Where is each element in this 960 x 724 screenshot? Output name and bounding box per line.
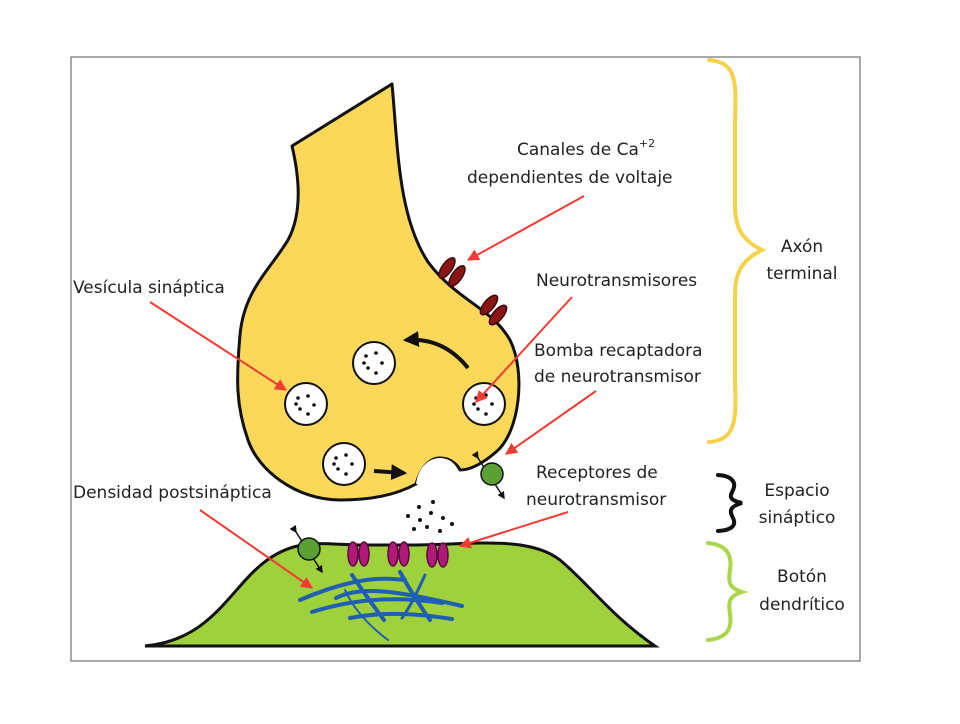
region-button-line2: dendrítico xyxy=(759,595,845,615)
filament xyxy=(344,589,389,641)
neurotransmitter-receptors xyxy=(347,541,449,568)
pointer-reuptake-pump xyxy=(505,390,597,455)
pointer-postsynaptic-density xyxy=(199,509,313,589)
filament xyxy=(298,576,407,602)
receptor xyxy=(387,541,399,567)
calcium-channel xyxy=(488,304,508,326)
filament xyxy=(350,573,386,622)
region-labels: Axón terminal Espacio sináptico Botón de… xyxy=(759,237,845,615)
label-receptors: Receptores de xyxy=(536,463,658,483)
region-cleft-line2: sináptico xyxy=(759,508,836,528)
axon-terminal-brace xyxy=(707,58,767,444)
region-axon-line1: Axón xyxy=(781,237,823,257)
receptor xyxy=(426,542,438,568)
label-neurotransmitters: Neurotransmisores xyxy=(536,271,697,291)
pointer-receptors xyxy=(458,511,569,549)
receptor xyxy=(398,541,410,567)
synaptic-cleft-brace xyxy=(716,473,743,533)
receptor xyxy=(347,541,359,567)
synaptic-vesicle xyxy=(352,341,396,385)
label-postsynaptic-density: Densidad postsináptica xyxy=(73,483,272,503)
filament xyxy=(334,589,464,608)
receptor xyxy=(358,541,370,567)
region-button-line1: Botón xyxy=(777,567,827,587)
synaptic-vesicle xyxy=(462,382,506,426)
pointer-ca-channels xyxy=(466,195,585,261)
reuptake-pump-presynaptic xyxy=(471,450,505,500)
vesicle-recycling-arrow xyxy=(402,331,470,370)
structure-labels: Canales de Ca+2 dependientes de voltaje … xyxy=(73,137,703,510)
label-reuptake-pump: Bomba recaptadora xyxy=(534,341,703,361)
region-axon-line2: terminal xyxy=(766,264,837,284)
calcium-channel xyxy=(448,265,466,287)
pointer-synaptic-vesicle xyxy=(149,301,288,391)
receptor xyxy=(437,542,449,568)
synaptic-vesicle xyxy=(322,442,366,486)
calcium-channel xyxy=(479,294,499,316)
label-reuptake-pump-line2: de neurotransmisor xyxy=(534,367,701,387)
label-synaptic-vesicle: Vesícula sináptica xyxy=(73,278,225,298)
pointer-arrows xyxy=(149,195,597,589)
postsynaptic-density-filaments xyxy=(298,570,464,641)
synaptic-vesicle xyxy=(284,382,328,426)
pointer-neurotransmitters xyxy=(475,296,573,403)
filament xyxy=(400,573,427,620)
synaptic-vesicles xyxy=(284,341,506,486)
calcium-channel xyxy=(438,257,456,279)
exocytosis-vesicle xyxy=(416,458,460,484)
label-receptors-line2: neurotransmisor xyxy=(526,490,666,510)
released-neurotransmitters xyxy=(406,500,454,533)
region-cleft-line1: Espacio xyxy=(764,481,829,501)
filament xyxy=(310,597,444,614)
label-ca-channels-line2: dependientes de voltaje xyxy=(467,168,673,188)
vesicle-release-arrow xyxy=(373,464,408,481)
dendritic-button-brace xyxy=(706,541,749,642)
calcium-channels xyxy=(438,257,508,326)
reuptake-pump-postsynaptic xyxy=(289,524,323,574)
label-ca-channels: Canales de Ca+2 xyxy=(517,137,655,160)
